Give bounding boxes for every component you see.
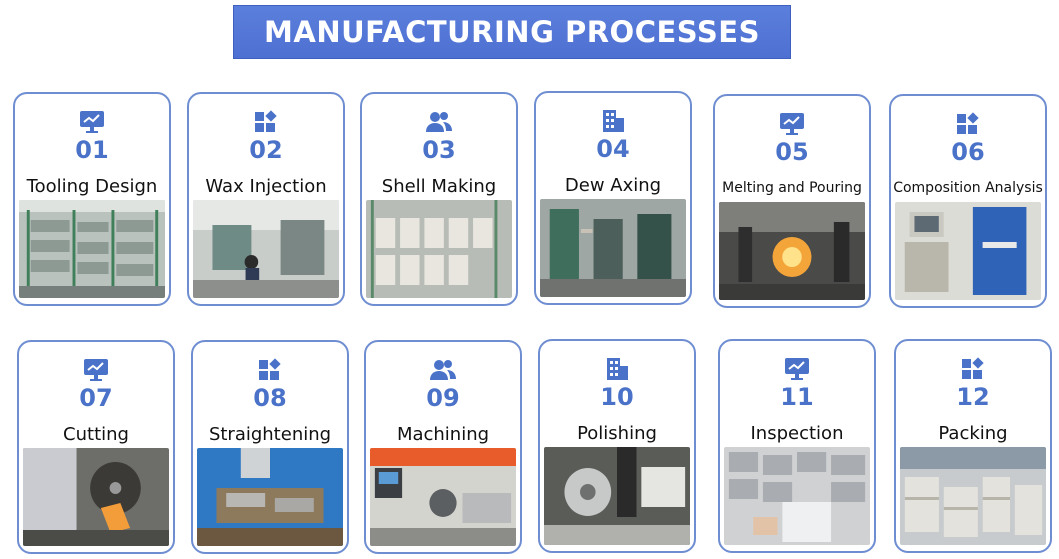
apps-grid-icon (962, 357, 984, 379)
step-number: 08 (253, 384, 287, 412)
page-title-banner: MANUFACTURING PROCESSES (233, 5, 791, 59)
step-number: 12 (956, 383, 990, 411)
process-card-02: 02 Wax Injection (187, 92, 345, 306)
step-number: 04 (596, 135, 630, 163)
step-number: 03 (422, 136, 456, 164)
step-label: Melting and Pouring (722, 180, 862, 196)
process-card-10: 10 Polishing (538, 339, 696, 553)
step-number: 07 (79, 384, 113, 412)
process-card-04: 04 Dew Axing (534, 91, 692, 305)
step-label: Inspection (750, 423, 844, 444)
process-photo (724, 447, 870, 545)
apps-grid-icon (957, 112, 979, 134)
step-label: Cutting (63, 424, 129, 445)
monitor-chart-icon (84, 359, 108, 381)
users-icon (430, 360, 456, 380)
process-photo (370, 448, 516, 546)
process-photo (540, 199, 686, 297)
process-photo (193, 200, 339, 298)
step-number: 09 (426, 384, 460, 412)
step-label: Straightening (208, 424, 332, 445)
step-number: 01 (75, 136, 109, 164)
process-photo (23, 448, 169, 546)
step-label: Composition Analysis (893, 180, 1043, 196)
monitor-chart-icon (780, 113, 804, 135)
process-photo (366, 200, 512, 298)
step-number: 05 (775, 138, 809, 166)
step-label: Dew Axing (564, 175, 662, 196)
process-card-11: 11 Inspection (718, 339, 876, 553)
building-icon (607, 358, 628, 380)
step-label: Tooling Design (26, 176, 158, 197)
step-number: 11 (780, 383, 814, 411)
users-icon (426, 112, 452, 132)
step-number: 02 (249, 136, 283, 164)
process-photo (19, 200, 165, 298)
process-photo (900, 447, 1046, 545)
monitor-chart-icon (785, 358, 809, 380)
step-label: Machining (396, 424, 490, 445)
process-card-01: 01 Tooling Design (13, 92, 171, 306)
process-photo (719, 202, 865, 300)
process-card-08: 08 Straightening (191, 340, 349, 554)
step-label: Wax Injection (205, 176, 327, 197)
process-photo (895, 202, 1041, 300)
process-card-07: 07 Cutting (17, 340, 175, 554)
step-number: 06 (951, 138, 985, 166)
page-title: MANUFACTURING PROCESSES (264, 15, 760, 49)
monitor-chart-icon (80, 111, 104, 133)
step-label: Packing (938, 423, 1008, 444)
apps-grid-icon (259, 358, 281, 380)
process-card-05: 05 Melting and Pouring (713, 94, 871, 308)
step-number: 10 (600, 383, 634, 411)
process-photo (544, 447, 690, 545)
process-card-03: 03 Shell Making (360, 92, 518, 306)
building-icon (603, 110, 624, 132)
step-label: Shell Making (381, 176, 497, 197)
process-photo (197, 448, 343, 546)
step-label: Polishing (577, 423, 657, 444)
process-card-09: 09 Machining (364, 340, 522, 554)
process-card-06: 06 Composition Analysis (889, 94, 1047, 308)
process-card-12: 12 Packing (894, 339, 1052, 553)
apps-grid-icon (255, 110, 277, 132)
